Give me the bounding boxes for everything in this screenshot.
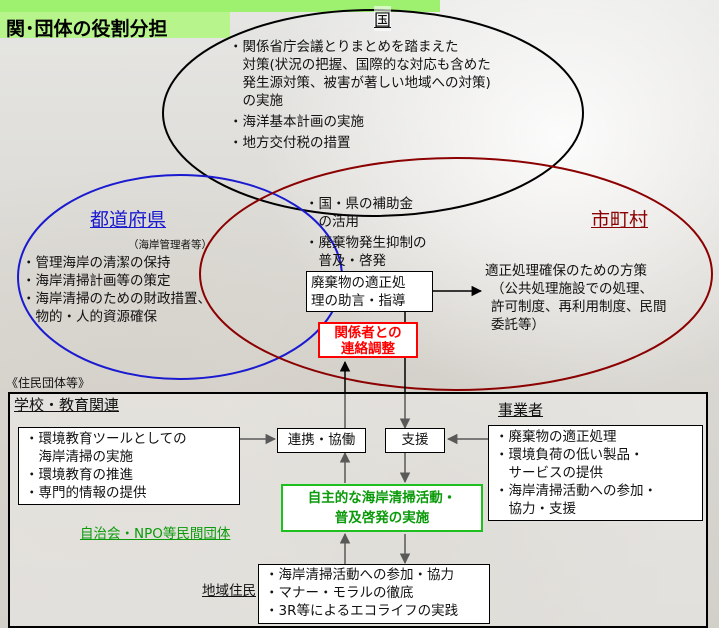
business-title: 事業者: [498, 401, 544, 419]
school-title: 学校・教育関連: [14, 396, 120, 414]
prefecture-item: 物的・人的資源確保: [22, 309, 157, 325]
kuni-items: ・関係省庁会議とりまとめを踏まえた 対策(状況の把握、国際的な対応も含めた 発生…: [229, 38, 491, 152]
business-item: ・廃棄物の適正処理: [495, 429, 617, 445]
coordination-line: 連絡調整: [341, 341, 395, 357]
title-top-strip: [0, 0, 440, 12]
school-item: 海岸清掃の実施: [25, 449, 133, 465]
measure-line: 委託等）: [491, 317, 545, 333]
business-item: サービスの提供: [495, 465, 603, 481]
local-residents-label: 地域住民: [202, 583, 256, 599]
kuni-item: 発生源対策、被害が著しい地域への対策): [229, 75, 491, 91]
advice-line: 理の助言・指導: [311, 293, 406, 309]
business-item: ・環境負荷の低い製品・: [495, 447, 644, 463]
voluntary-line: 自主的な海岸清掃活動・: [307, 490, 457, 506]
kuni-label: 国: [374, 6, 391, 31]
title-band: [0, 12, 230, 38]
voluntary-line: 普及啓発の実施: [334, 510, 430, 526]
voluntary-activity-box: 自主的な海岸清掃活動・ 普及啓発の実施: [281, 484, 483, 532]
prefecture-title: 都道府県: [90, 209, 167, 231]
cooperation-label: 連携・協働: [287, 432, 356, 448]
school-box: ・環境教育ツールとしての 海岸清掃の実施 ・環境教育の推進 ・専門的情報の提供: [18, 427, 240, 505]
kuni-item: ・地方交付税の措置: [229, 135, 351, 151]
measure-line: 適正処理確保のための方策: [485, 263, 647, 279]
support-box: 支援: [385, 428, 445, 453]
local-item: ・マナー・モラルの徹底: [265, 585, 414, 601]
local-item: ・3R等によるエコライフの実践: [265, 603, 459, 619]
business-item: ・海岸清掃活動への参加・: [495, 483, 657, 499]
kuni-item: 対策(状況の把握、国際的な対応も含めた: [229, 57, 491, 73]
municipality-measures: 適正処理確保のための方策 （公共処理施設での処理、 許可制度、再利用制度、民間 …: [485, 262, 667, 334]
page-title: 関･団体の役割分担: [6, 18, 168, 40]
overlap-item: 普及・啓発: [305, 253, 386, 269]
prefecture-item: ・海岸清掃計画等の策定: [22, 273, 171, 289]
prefecture-item: ・管理海岸の清潔の保持: [22, 255, 171, 271]
kuni-item: ・関係省庁会議とりまとめを踏まえた: [229, 39, 459, 55]
residents-group-label: 《住民団体等》: [6, 376, 91, 390]
business-box: ・廃棄物の適正処理 ・環境負荷の低い製品・ サービスの提供 ・海岸清掃活動への参…: [488, 425, 703, 521]
kuni-item: ・海洋基本計画の実施: [229, 114, 364, 130]
local-residents-box: ・海岸清掃活動への参加・協力 ・マナー・モラルの徹底 ・3R等によるエコライフの…: [258, 564, 490, 624]
advice-box: 廃棄物の適正処 理の助言・指導: [306, 271, 433, 312]
overlap-item: の活用: [305, 214, 359, 230]
prefecture-items: ・管理海岸の清潔の保持 ・海岸清掃計画等の策定 ・海岸清掃のための財政措置、 物…: [22, 254, 211, 326]
overlap-items: ・国・県の補助金 の活用 ・廃棄物発生抑制の 普及・啓発: [305, 195, 427, 270]
school-item: ・専門的情報の提供: [25, 485, 147, 501]
support-label: 支援: [401, 432, 429, 448]
measure-line: （公共処理施設での処理、: [491, 281, 653, 297]
cooperation-box: 連携・協働: [277, 428, 366, 453]
municipality-ellipse: [199, 157, 713, 391]
prefecture-note: （海岸管理者等）: [128, 239, 212, 251]
kuni-ellipse: [162, 9, 584, 217]
school-item: ・環境教育ツールとしての: [25, 431, 187, 447]
prefecture-item: ・海岸清掃のための財政措置、: [22, 291, 211, 307]
school-item: ・環境教育の推進: [25, 467, 133, 483]
advice-line: 廃棄物の適正処: [311, 275, 406, 291]
business-item: 協力・支援: [495, 501, 576, 517]
measure-line: 許可制度、再利用制度、民間: [491, 299, 667, 315]
municipality-title: 市町村: [591, 209, 649, 231]
kuni-item: の実施: [229, 93, 283, 109]
overlap-item: ・廃棄物発生抑制の: [305, 235, 427, 251]
local-item: ・海岸清掃活動への参加・協力: [265, 567, 454, 583]
overlap-item: ・国・県の補助金: [305, 196, 413, 212]
coordination-line: 関係者との: [334, 325, 402, 341]
npo-label: 自治会・NPO等民間団体: [80, 526, 231, 542]
coordination-box: 関係者との 連絡調整: [318, 322, 418, 358]
